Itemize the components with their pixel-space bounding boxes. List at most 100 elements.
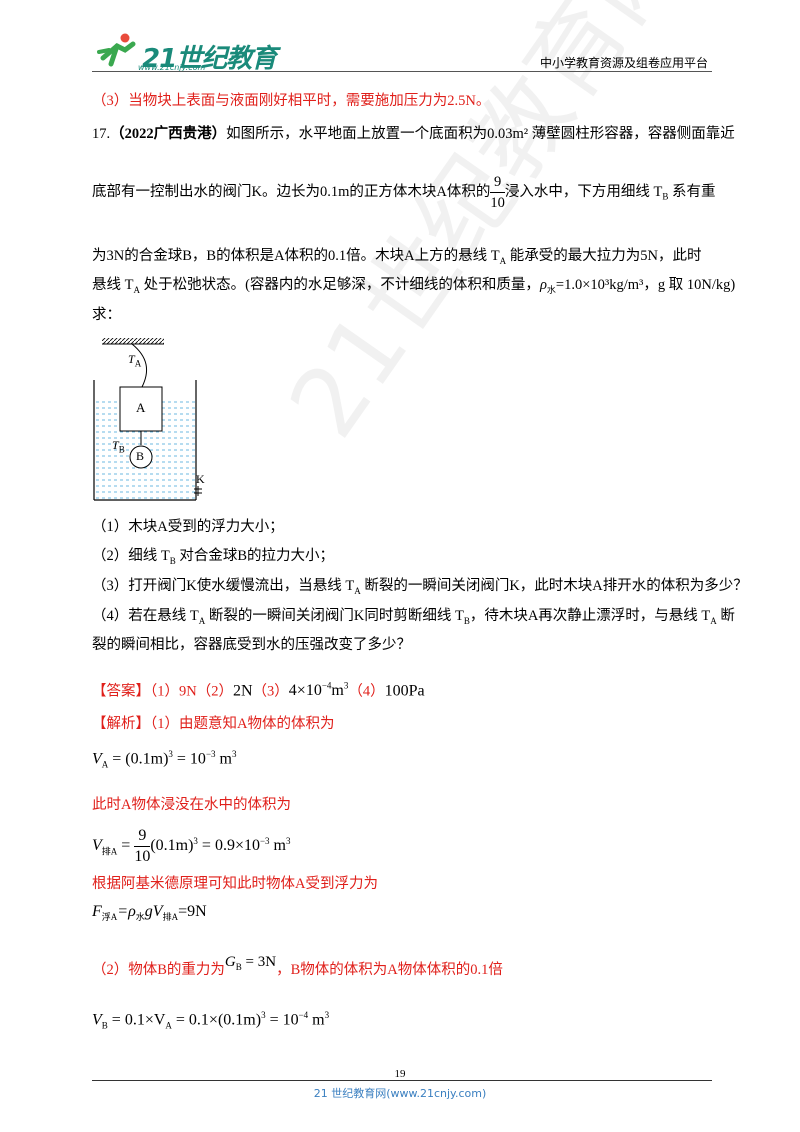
eq-text: m bbox=[269, 837, 286, 855]
problem-text: 为3N的合金球B，B的体积是A体积的0.1倍。木块A上方的悬线 T bbox=[92, 248, 500, 264]
subscript: 水 bbox=[135, 912, 145, 923]
label-b: B bbox=[136, 449, 145, 463]
problem-number: 17. bbox=[92, 126, 111, 142]
answer-value: 2N bbox=[232, 682, 253, 700]
answer-value: m bbox=[331, 682, 344, 700]
platform-name: 中小学教育资源及组卷应用平台 bbox=[539, 56, 708, 70]
problem-text: 能承受的最大拉力为5N，此时 bbox=[506, 248, 702, 264]
subscript: B bbox=[235, 962, 242, 972]
subscript: A bbox=[134, 358, 142, 369]
subscript: 浮A bbox=[101, 912, 118, 923]
logo bbox=[95, 32, 139, 68]
superscript: 3 bbox=[286, 835, 291, 846]
label-ta: TA bbox=[128, 352, 141, 368]
question-text: 断裂的一瞬间关闭阀门K，此时木块A排开水的体积为多少？ bbox=[360, 578, 748, 594]
eq-text: = 10 bbox=[172, 750, 206, 768]
logo-url: www.21cnjy.com bbox=[138, 63, 206, 72]
answer-tag: 【答案】 bbox=[92, 683, 150, 700]
logo-text: 21世纪教育 bbox=[142, 44, 277, 74]
problem-text: 底部有一控制出水的阀门K。边长为0.1m的正方体木块A体积的 bbox=[92, 183, 491, 200]
problem-text: 系有重 bbox=[668, 183, 716, 200]
superscript: 3 bbox=[324, 1010, 330, 1020]
eq-text: =ρ bbox=[117, 903, 136, 920]
rho-symbol: ρ bbox=[539, 277, 547, 293]
analysis-text: ，B物体的体积为A物体体积的0.1倍 bbox=[276, 962, 503, 978]
eq-text: = 0.1×V bbox=[107, 1011, 166, 1029]
eq-text: = bbox=[117, 837, 135, 855]
subscript: A bbox=[133, 284, 140, 295]
superscript: −4 bbox=[321, 681, 332, 691]
answer-line: 【答案】（1）9N（2）2N（3）4×10−4m3（4）100Pa bbox=[92, 676, 425, 701]
analysis-line-4: （2）物体B的重力为GB = 3N，B物体的体积为A物体体积的0.1倍 bbox=[92, 954, 503, 985]
problem-source: （2022广西贵港） bbox=[110, 126, 227, 142]
problem-line-1: 17.（2022广西贵港）如图所示，水平地面上放置一个底面积为0.03m² 薄壁… bbox=[92, 124, 735, 144]
label-a: A bbox=[136, 400, 146, 415]
answer-value: 4×10 bbox=[288, 682, 322, 700]
problem-text: 处于松弛状态。(容器内的水足够深，不计细线的体积和质量， bbox=[139, 277, 540, 293]
eq-text: m bbox=[215, 750, 232, 768]
eq-text: = 3N bbox=[241, 954, 277, 970]
subscript: A bbox=[354, 585, 361, 596]
footer-site[interactable]: 21 世纪教育网(www.21cnjy.com) bbox=[313, 1087, 487, 1100]
question-text: ，待木块A再次静止漂浮时，与悬线 T bbox=[469, 608, 711, 624]
eq-text: =9N bbox=[178, 903, 207, 920]
eq-var: V bbox=[92, 750, 102, 768]
label-tb: TB bbox=[112, 438, 125, 454]
eq-text: = (0.1m) bbox=[108, 750, 169, 768]
eq-var: F bbox=[92, 903, 102, 920]
question-4-cont: 裂的瞬间相比，容器底受到水的压强改变了多少？ bbox=[92, 637, 411, 653]
question-text: （3）打开阀门K使水缓慢流出，当悬线 T bbox=[92, 578, 355, 594]
subscript: B bbox=[169, 555, 176, 566]
answer-text: （4） bbox=[348, 683, 385, 700]
eq-var: G bbox=[224, 954, 236, 970]
eq-text: (0.1m) bbox=[150, 837, 194, 855]
question-text: 断 bbox=[716, 608, 735, 624]
subscript: B bbox=[463, 615, 470, 626]
question-3: （3）打开阀门K使水缓慢流出，当悬线 TA 断裂的一瞬间关闭阀门K，此时木块A排… bbox=[92, 576, 748, 601]
problem-text: 悬线 T bbox=[92, 277, 134, 293]
problem-text: 如图所示，水平地面上放置一个底面积为0.03m² 薄壁圆柱形容器，容器侧面靠近 bbox=[226, 126, 735, 142]
subscript: A bbox=[499, 255, 507, 266]
answer-value: 100Pa bbox=[384, 682, 425, 700]
analysis-line-2: 此时A物体浸没在水中的体积为 bbox=[92, 797, 291, 813]
subscript: A bbox=[710, 615, 717, 626]
problem-text: 浸入水中，下方用细线 T bbox=[504, 183, 663, 200]
subscript: A bbox=[198, 615, 206, 626]
question-text: 断裂的一瞬间关闭阀门K同时剪断细线 T bbox=[205, 608, 464, 624]
label-text: T bbox=[128, 352, 135, 366]
answer-text: （3） bbox=[252, 683, 289, 700]
subscript: A bbox=[101, 759, 109, 770]
problem-text: =1.0×10³kg/m³，g 取 10N/kg) bbox=[555, 277, 736, 293]
equation-3: F浮A=ρ水gV排A=9N bbox=[92, 902, 207, 927]
watermark: 21世纪教育网精选资料 bbox=[268, 0, 800, 457]
answer-text: （1）9N（2） bbox=[150, 683, 233, 700]
page-number: 19 bbox=[394, 1068, 406, 1080]
equation-5: VB = 0.1×VA = 0.1×(0.1m)3 = 10−4 m3 bbox=[92, 1005, 329, 1036]
fraction-denominator: 10 bbox=[134, 848, 151, 865]
analysis-tag: 【解析】 bbox=[92, 716, 150, 732]
fraction-numerator: 9 bbox=[134, 826, 151, 847]
label-text: T bbox=[112, 438, 119, 452]
subscript: 排A bbox=[162, 912, 179, 923]
eq-text: = 0.1×(0.1m) bbox=[171, 1011, 262, 1029]
subscript: A bbox=[165, 1020, 172, 1031]
analysis-line-3: 根据阿基米德原理可知此时物体A受到浮力为 bbox=[92, 876, 378, 892]
eq-var: V bbox=[92, 1011, 102, 1029]
physics-diagram: TA A TB B K bbox=[90, 333, 220, 508]
superscript: 3 bbox=[343, 681, 349, 691]
subscript: B bbox=[662, 191, 669, 202]
previous-answer: （3）当物块上表面与液面刚好相平时，需要施加压力为2.5N。 bbox=[92, 93, 491, 109]
superscript: −4 bbox=[298, 1010, 309, 1020]
question-4: （4）若在悬线 TA 断裂的一瞬间关闭阀门K同时剪断细线 TB，待木块A再次静止… bbox=[92, 606, 735, 631]
superscript: −3 bbox=[259, 835, 270, 846]
eq-var: V bbox=[92, 837, 102, 855]
subscript: B bbox=[118, 444, 125, 455]
label-k: K bbox=[196, 472, 205, 486]
problem-line-3: 为3N的合金球B，B的体积是A体积的0.1倍。木块A上方的悬线 TA 能承受的最… bbox=[92, 246, 701, 271]
analysis-text: （2）物体B的重力为 bbox=[92, 962, 225, 978]
superscript: 3 bbox=[168, 749, 173, 759]
subscript: 水 bbox=[546, 284, 556, 295]
